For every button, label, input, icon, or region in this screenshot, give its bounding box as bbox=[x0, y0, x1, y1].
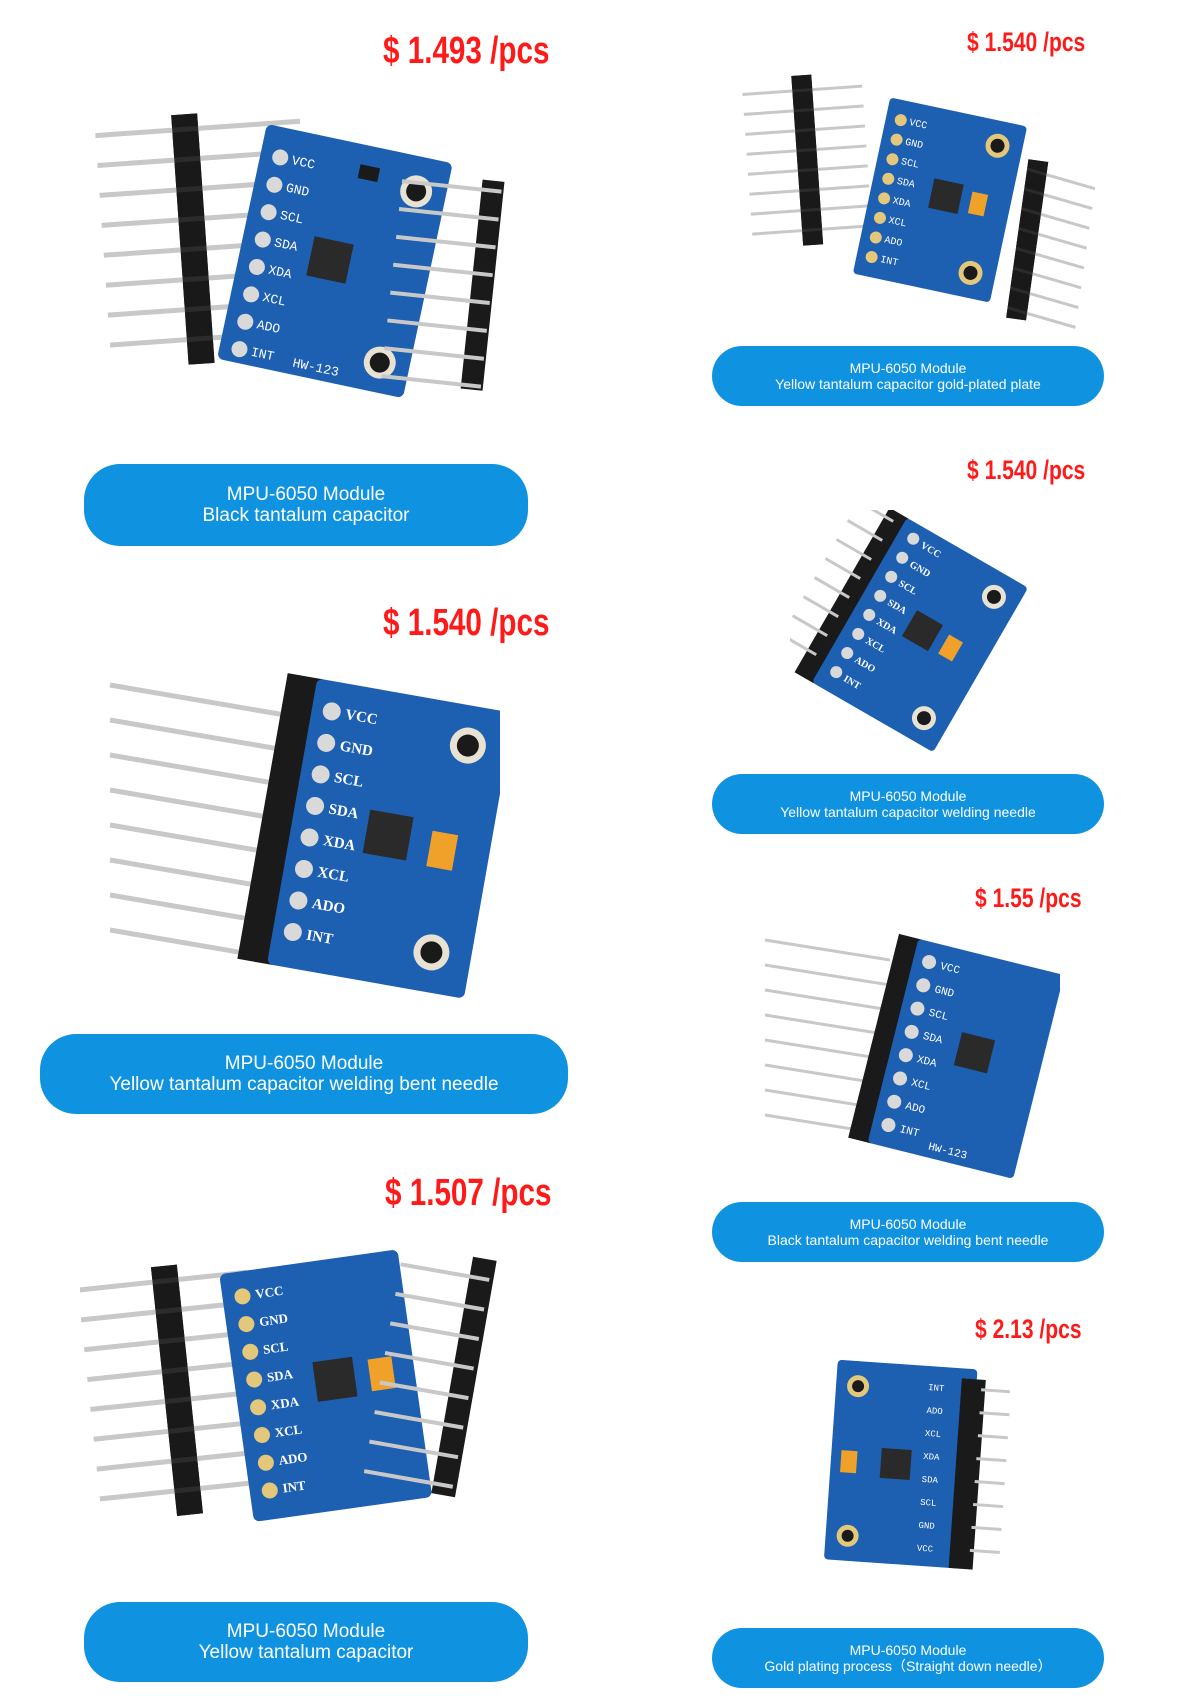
product-caption-pill: MPU-6050 Module Yellow tantalum capacito… bbox=[712, 774, 1104, 834]
caption-subtitle: Yellow tantalum capacitor gold-plated pl… bbox=[775, 376, 1041, 392]
svg-text:XCL: XCL bbox=[910, 1077, 932, 1093]
price-label: $ 1.507 /pcs bbox=[385, 1172, 552, 1214]
product-caption-pill: MPU-6050 Module Gold plating process（Str… bbox=[712, 1628, 1104, 1688]
caption-title: MPU-6050 Module bbox=[849, 788, 967, 804]
caption-title: MPU-6050 Module bbox=[224, 1053, 384, 1074]
price-label: $ 1.540 /pcs bbox=[383, 602, 550, 644]
price-label: $ 1.540 /pcs bbox=[967, 455, 1086, 485]
svg-text:XCL: XCL bbox=[316, 865, 350, 886]
svg-text:ADO: ADO bbox=[926, 1406, 943, 1417]
caption-subtitle: Yellow tantalum capacitor welding bent n… bbox=[109, 1074, 499, 1095]
svg-text:XDA: XDA bbox=[267, 263, 293, 283]
svg-text:SCL: SCL bbox=[927, 1008, 949, 1024]
svg-text:XCL: XCL bbox=[887, 216, 907, 231]
caption-title: MPU-6050 Module bbox=[849, 1216, 967, 1232]
product-photo: VCC GND SCL SDA XDA XCL ADO INT bbox=[100, 670, 500, 1000]
svg-text:SDA: SDA bbox=[896, 177, 916, 192]
svg-text:INT: INT bbox=[250, 345, 276, 365]
product-caption-pill: MPU-6050 Module Black tantalum capacitor… bbox=[712, 1202, 1104, 1262]
svg-text:VCC: VCC bbox=[254, 1283, 284, 1302]
svg-text:VCC: VCC bbox=[917, 1544, 934, 1555]
svg-text:XCL: XCL bbox=[274, 1421, 304, 1440]
caption-title: MPU-6050 Module bbox=[849, 360, 967, 376]
svg-text:XDA: XDA bbox=[322, 833, 357, 854]
product-caption-pill: MPU-6050 Module Yellow tantalum capacito… bbox=[712, 346, 1104, 406]
price-label: $ 1.493 /pcs bbox=[383, 30, 550, 72]
svg-text:SDA: SDA bbox=[327, 801, 359, 822]
svg-text:SCL: SCL bbox=[900, 157, 920, 172]
svg-text:SDA: SDA bbox=[921, 1475, 938, 1486]
svg-text:XDA: XDA bbox=[270, 1394, 301, 1413]
svg-text:SCL: SCL bbox=[262, 1339, 289, 1357]
svg-text:SCL: SCL bbox=[279, 208, 305, 228]
svg-text:XCL: XCL bbox=[925, 1429, 942, 1440]
svg-text:GND: GND bbox=[904, 138, 924, 153]
svg-text:SDA: SDA bbox=[273, 235, 299, 255]
svg-text:XDA: XDA bbox=[923, 1452, 940, 1463]
product-photo: VCC GND SCL SDA XDA XCL ADO INT bbox=[730, 70, 1100, 340]
product-photo: INT ADO XCL XDA SDA SCL GND VCC bbox=[810, 1360, 1010, 1590]
mpu6050-board-image: INT ADO XCL XDA SDA SCL GND VCC bbox=[824, 1360, 1010, 1570]
mpu6050-board-image: VCC GND SCL SDA XDA XCL ADO INT bbox=[80, 1250, 497, 1522]
svg-text:GND: GND bbox=[933, 984, 956, 1001]
svg-text:SDA: SDA bbox=[921, 1031, 944, 1048]
svg-text:INT: INT bbox=[282, 1477, 307, 1495]
svg-text:XDA: XDA bbox=[916, 1054, 939, 1071]
svg-text:GND: GND bbox=[918, 1521, 935, 1532]
svg-text:ADO: ADO bbox=[255, 317, 281, 337]
mpu6050-board-image: VCC GND SCL SDA XDA XCL ADO INT bbox=[109, 673, 500, 998]
svg-text:ADO: ADO bbox=[904, 1101, 927, 1118]
svg-text:VCC: VCC bbox=[939, 961, 962, 978]
svg-text:INT: INT bbox=[305, 928, 334, 948]
caption-subtitle: Gold plating process（Straight down needl… bbox=[764, 1658, 1052, 1674]
svg-text:VCC: VCC bbox=[290, 153, 316, 173]
product-photo: VCC GND SCL SDA XDA XCL ADO INT bbox=[80, 1240, 540, 1560]
caption-title: MPU-6050 Module bbox=[226, 484, 386, 505]
svg-text:SCL: SCL bbox=[333, 770, 365, 791]
svg-text:VCC: VCC bbox=[344, 707, 379, 728]
price-label: $ 1.55 /pcs bbox=[975, 883, 1082, 913]
caption-subtitle: Black tantalum capacitor bbox=[202, 505, 410, 526]
svg-text:VCC: VCC bbox=[908, 118, 928, 133]
price-label: $ 2.13 /pcs bbox=[975, 1314, 1082, 1344]
svg-text:GND: GND bbox=[284, 180, 310, 200]
caption-title: MPU-6050 Module bbox=[226, 1621, 386, 1642]
caption-subtitle: Yellow tantalum capacitor welding needle bbox=[780, 804, 1036, 820]
price-label: $ 1.540 /pcs bbox=[967, 27, 1086, 57]
caption-subtitle: Black tantalum capacitor welding bent ne… bbox=[767, 1232, 1049, 1248]
svg-text:GND: GND bbox=[258, 1310, 289, 1329]
caption-subtitle: Yellow tantalum capacitor bbox=[198, 1642, 414, 1663]
product-caption-pill: MPU-6050 Module Black tantalum capacitor bbox=[84, 464, 528, 546]
product-caption-pill: MPU-6050 Module Yellow tantalum capacito… bbox=[40, 1034, 568, 1114]
svg-text:INT: INT bbox=[898, 1124, 921, 1141]
svg-text:ADO: ADO bbox=[883, 235, 903, 250]
svg-text:SDA: SDA bbox=[266, 1366, 294, 1385]
mpu6050-board-image: VCC GND SCL SDA XDA XCL ADO INT bbox=[742, 74, 1096, 329]
svg-text:INT: INT bbox=[928, 1383, 945, 1394]
svg-text:INT: INT bbox=[879, 255, 899, 270]
svg-text:ADO: ADO bbox=[311, 896, 347, 918]
svg-text:XDA: XDA bbox=[891, 196, 911, 211]
caption-title: MPU-6050 Module bbox=[849, 1642, 967, 1658]
svg-text:GND: GND bbox=[338, 738, 374, 760]
product-caption-pill: MPU-6050 Module Yellow tantalum capacito… bbox=[84, 1602, 528, 1682]
svg-text:ADO: ADO bbox=[278, 1449, 309, 1468]
svg-text:XCL: XCL bbox=[261, 290, 287, 310]
svg-text:SCL: SCL bbox=[920, 1498, 937, 1509]
